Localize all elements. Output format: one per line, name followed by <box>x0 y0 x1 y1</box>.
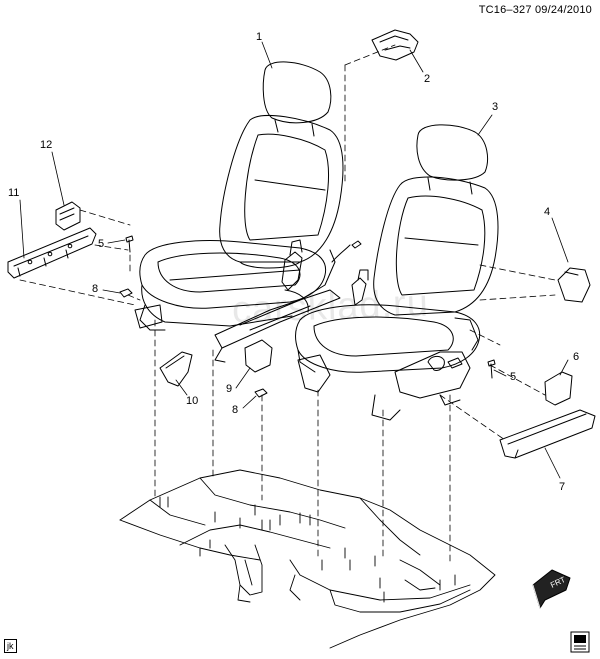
callout-10: 10 <box>186 395 198 407</box>
callout-5-right: 5 <box>510 371 516 383</box>
callout-7: 7 <box>559 481 565 493</box>
callout-8-right: 8 <box>232 404 238 416</box>
diagram-date: 09/24/2010 <box>534 4 592 16</box>
part-11-side-rail <box>7 227 97 279</box>
floor-studs <box>159 496 456 603</box>
callout-8-left: 8 <box>92 283 98 295</box>
leader-lines <box>19 41 569 479</box>
diagram-code: TC16–327 <box>478 4 532 16</box>
callout-4: 4 <box>544 206 550 218</box>
callout-9: 9 <box>226 383 232 395</box>
callout-1: 1 <box>256 31 262 43</box>
left-seat <box>134 61 362 393</box>
callout-2: 2 <box>424 73 430 85</box>
callout-labels: 1 2 3 4 5 5 6 7 8 8 9 10 11 12 <box>8 31 579 493</box>
diagram-reference: TC16–327 09/24/2010 <box>479 4 592 16</box>
floor-pan <box>119 469 496 649</box>
part-10-trim <box>159 351 193 387</box>
part-9-bracket <box>244 339 273 373</box>
front-arrow-icon <box>532 569 571 609</box>
part-6-end-cap <box>544 371 573 406</box>
right-seat <box>295 124 499 421</box>
callout-6: 6 <box>573 351 579 363</box>
part-4-trim-cover <box>557 267 591 303</box>
part-7-rail-cover <box>499 409 596 459</box>
part-2-bracket <box>371 29 419 61</box>
callout-3: 3 <box>492 101 498 113</box>
callout-5-left: 5 <box>98 238 104 250</box>
fasteners <box>119 235 496 398</box>
manual-book-icon <box>570 631 590 653</box>
drafter-stamp: jk <box>4 639 17 653</box>
part-12-module <box>55 201 81 231</box>
callout-11: 11 <box>8 187 19 199</box>
callout-12: 12 <box>40 139 52 151</box>
